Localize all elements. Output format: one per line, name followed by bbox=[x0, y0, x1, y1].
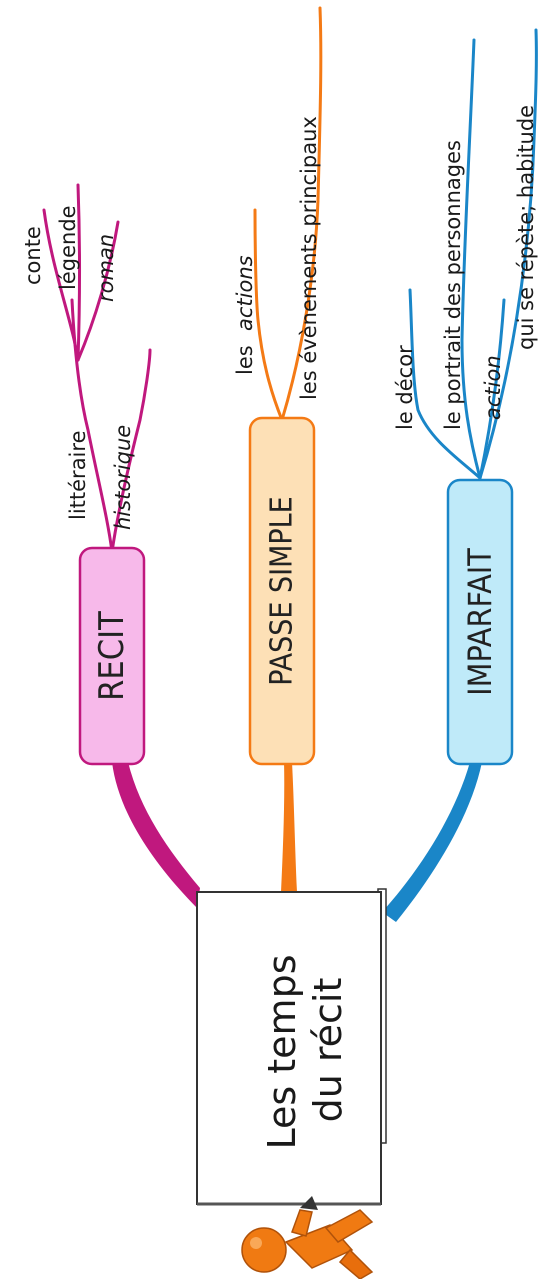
imparfait-node-label: IMPARFAIT bbox=[461, 548, 499, 696]
imparfait-child-decor: le décor bbox=[393, 345, 417, 430]
central-title-line2: du récit bbox=[306, 978, 350, 1123]
imparfait-child-repete: qui se répète; habitude bbox=[514, 105, 538, 350]
orange-figure-illustration bbox=[241, 1196, 374, 1279]
passe-simple-child-les: les bbox=[233, 345, 257, 375]
central-title-line1: Les temps bbox=[260, 955, 304, 1150]
passe-simple-node[interactable] bbox=[248, 416, 316, 766]
passe-simple-sub-branches bbox=[253, 6, 323, 422]
recit-child-conte: conte bbox=[21, 226, 45, 285]
central-card[interactable]: Les temps du récit bbox=[196, 888, 387, 1206]
imparfait-sub-branches bbox=[408, 28, 538, 480]
recit-child-historique: historique bbox=[111, 425, 135, 530]
recit-sub-branches bbox=[42, 183, 152, 554]
passe-simple-child-actions: actions bbox=[233, 255, 257, 331]
passe-simple-child-evenements: les évènements principaux bbox=[297, 116, 321, 400]
passe-simple-node-label: PASSE SIMPLE bbox=[265, 496, 300, 685]
imparfait-main-branch bbox=[382, 762, 482, 922]
recit-child-litteraire: littéraire bbox=[66, 431, 90, 521]
imparfait-child-portrait: le portrait des personnages bbox=[441, 140, 465, 430]
imparfait-node[interactable] bbox=[446, 478, 514, 766]
imparfait-child-action: action bbox=[481, 355, 505, 420]
recit-node[interactable] bbox=[78, 546, 146, 766]
passe-simple-main-branch bbox=[281, 762, 297, 892]
recit-child-roman: roman bbox=[94, 234, 118, 302]
recit-main-branch bbox=[112, 762, 200, 908]
recit-node-label: RECIT bbox=[92, 611, 132, 701]
recit-child-legende: légende bbox=[56, 205, 80, 290]
